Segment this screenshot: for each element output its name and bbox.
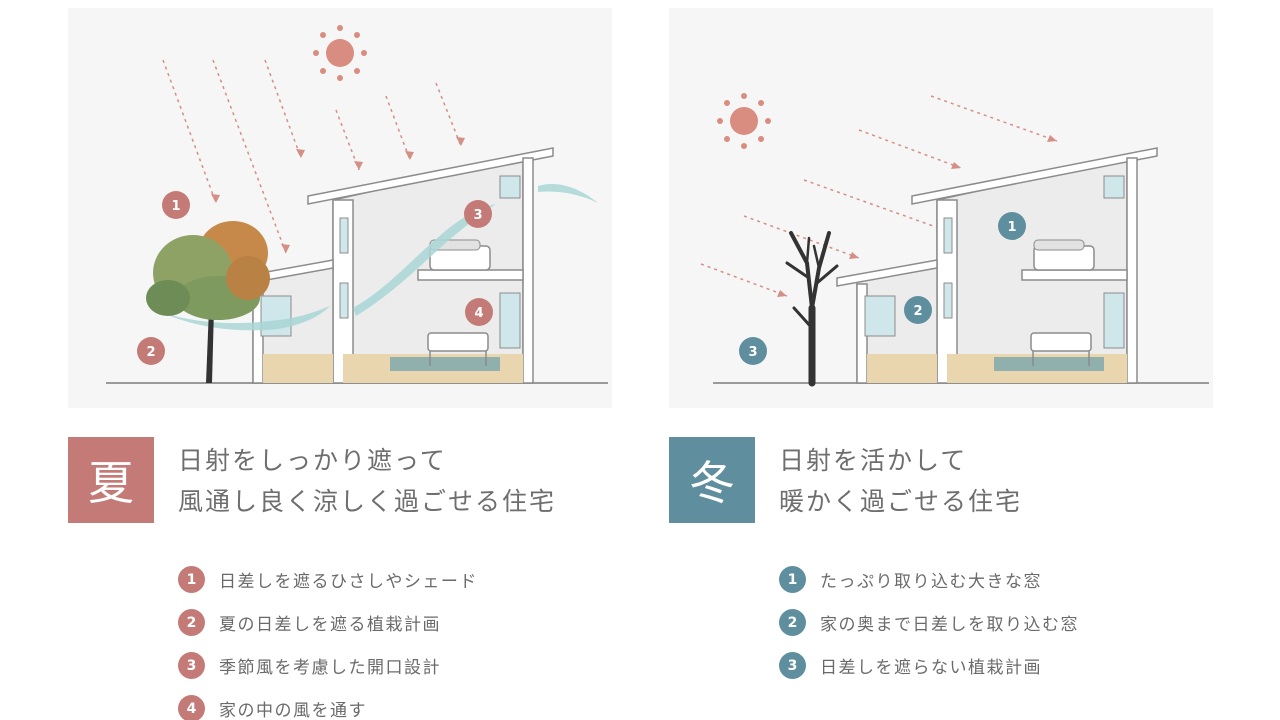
bare-tree	[785, 231, 839, 387]
diagram-badge-2: 2	[904, 296, 932, 324]
svg-text:1: 1	[171, 199, 180, 214]
summer-point-4: 4 家の中の風を通す	[178, 687, 478, 720]
winter-headline-line-2: 暖かく過ごせる住宅	[779, 487, 1023, 516]
summer-points-list: 1 日差しを遮るひさしやシェード 2 夏の日差しを遮る植栽計画 3 季節風を考慮…	[178, 558, 478, 720]
summer-season-label: 夏	[68, 437, 154, 523]
svg-text:2: 2	[146, 345, 155, 360]
winter-point-3: 3 日差しを遮らない植栽計画	[779, 644, 1079, 687]
svg-text:1: 1	[1007, 220, 1016, 235]
winter-point-number: 2	[779, 609, 806, 636]
summer-point-text: 家の中の風を通す	[219, 701, 367, 720]
diagram-badge-1: 1	[998, 212, 1026, 240]
winter-diagram-badges: 1 2 3	[739, 212, 1026, 365]
winter-point-text: 日差しを遮らない植栽計画	[820, 658, 1042, 678]
winter-illustration: 1 2 3	[669, 8, 1213, 408]
winter-point-number: 3	[779, 652, 806, 679]
summer-point-text: 日差しを遮るひさしやシェード	[219, 572, 478, 592]
diagram-badge-3: 3	[464, 200, 492, 228]
summer-point-number: 2	[178, 609, 205, 636]
summer-point-3: 3 季節風を考慮した開口設計	[178, 644, 478, 687]
summer-point-number: 3	[178, 652, 205, 679]
diagram-badge-4: 4	[465, 298, 493, 326]
summer-diagram-badges: 1 2 3 4	[137, 191, 493, 365]
winter-headline: 日射を活かして 暖かく過ごせる住宅	[779, 440, 1022, 522]
diagram-badge-2: 2	[137, 337, 165, 365]
summer-headline-line-1: 日射をしっかり遮って	[178, 446, 447, 475]
house	[836, 147, 1158, 384]
winter-point-text: 家の奥まで日差しを取り込む窓	[820, 615, 1079, 635]
summer-point-2: 2 夏の日差しを遮る植栽計画	[178, 601, 478, 644]
summer-point-text: 夏の日差しを遮る植栽計画	[219, 615, 441, 635]
summer-headline: 日射をしっかり遮って 風通し良く涼しく過ごせる住宅	[178, 440, 556, 522]
diagram-badge-1: 1	[162, 191, 190, 219]
summer-point-number: 1	[178, 566, 205, 593]
summer-headline-line-2: 風通し良く涼しく過ごせる住宅	[178, 487, 557, 516]
sun-rays	[162, 59, 462, 254]
svg-text:3: 3	[473, 208, 482, 223]
winter-panel: 1 2 3 冬 日射を活かして 暖かく過ごせる住宅 1 たっぷり取り込む大きな窓…	[640, 0, 1280, 720]
winter-season-label: 冬	[669, 437, 755, 523]
summer-illustration: 1 2 3 4	[68, 8, 612, 408]
winter-headline-line-1: 日射を活かして	[779, 446, 968, 475]
sun-icon	[313, 25, 367, 81]
svg-text:2: 2	[913, 304, 922, 319]
svg-text:4: 4	[474, 306, 483, 321]
svg-text:3: 3	[748, 345, 757, 360]
ray-arrowheads	[211, 137, 465, 253]
winter-point-2: 2 家の奥まで日差しを取り込む窓	[779, 601, 1079, 644]
winter-point-text: たっぷり取り込む大きな窓	[820, 572, 1042, 592]
summer-point-1: 1 日差しを遮るひさしやシェード	[178, 558, 478, 601]
winter-points-list: 1 たっぷり取り込む大きな窓 2 家の奥まで日差しを取り込む窓 3 日差しを遮ら…	[779, 558, 1079, 687]
summer-house-diagram: 1 2 3 4	[106, 25, 608, 384]
winter-point-number: 1	[779, 566, 806, 593]
diagram-badge-3: 3	[739, 337, 767, 365]
house	[232, 147, 554, 384]
summer-point-text: 季節風を考慮した開口設計	[219, 658, 441, 678]
sun-rays	[700, 95, 1058, 297]
winter-point-1: 1 たっぷり取り込む大きな窓	[779, 558, 1079, 601]
deciduous-tree	[146, 221, 270, 383]
summer-point-number: 4	[178, 695, 205, 720]
summer-panel: 1 2 3 4 夏 日射をしっかり遮って 風通し良く涼しく過ごせる住宅	[68, 8, 612, 720]
winter-house-diagram: 1 2 3	[700, 93, 1209, 387]
breeze-flow	[163, 183, 598, 331]
sun-icon	[717, 93, 771, 149]
